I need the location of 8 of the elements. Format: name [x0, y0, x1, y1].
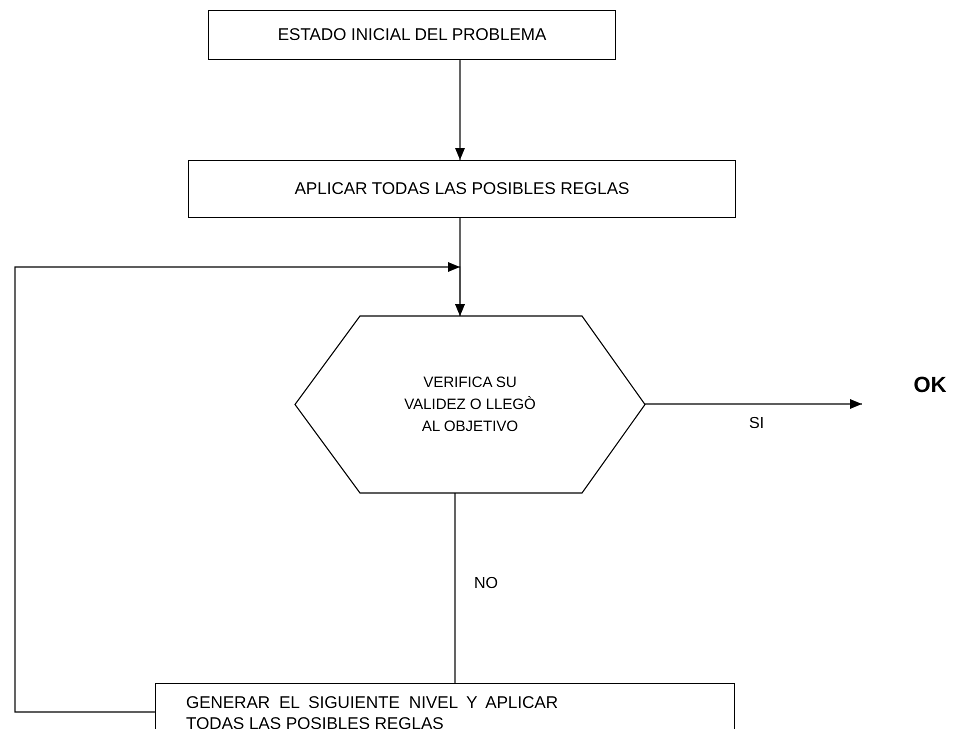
arrow	[645, 399, 862, 409]
process-box: GENERAR EL SIGUIENTE NIVEL Y APLICAR TODAS LAS POSIBLES REGLAS	[155, 683, 735, 729]
process-box: ESTADO INICIAL DEL PROBLEMA	[208, 10, 616, 60]
decision-text: VERIFICA SU VALIDEZ O LLEGÒ AL OBJETIVO	[403, 372, 537, 436]
arrow	[455, 60, 465, 160]
process-box: APLICAR TODAS LAS POSIBLES REGLAS	[188, 160, 736, 218]
arrow	[14, 262, 465, 713]
result-text: OK	[914, 370, 946, 398]
